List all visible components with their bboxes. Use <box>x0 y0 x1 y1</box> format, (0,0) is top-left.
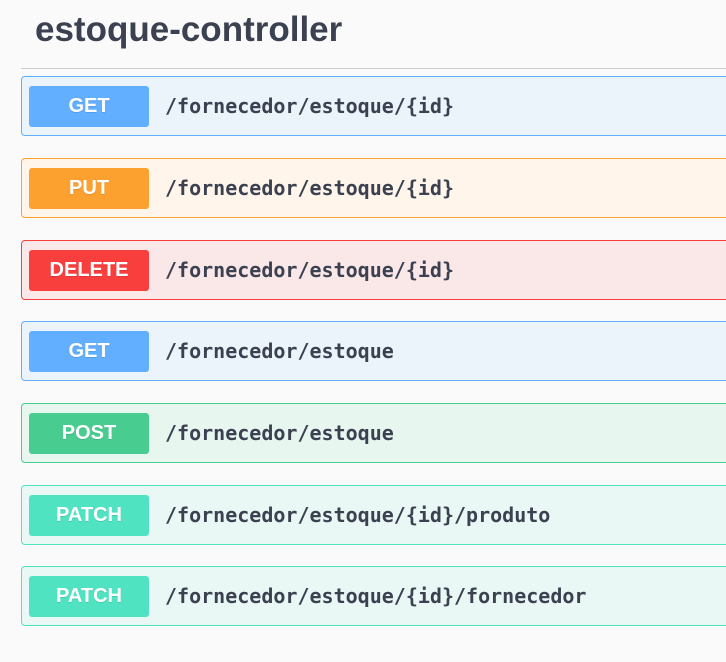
operation-path: /fornecedor/estoque/{id} <box>165 176 454 200</box>
method-badge: PATCH <box>29 495 149 536</box>
operation-path: /fornecedor/estoque <box>165 339 394 363</box>
operation-get-estoque-by-id[interactable]: GET /fornecedor/estoque/{id} <box>21 76 726 136</box>
method-badge: POST <box>29 413 149 454</box>
operation-path: /fornecedor/estoque/{id} <box>165 94 454 118</box>
operation-put-estoque-by-id[interactable]: PUT /fornecedor/estoque/{id} <box>21 158 726 218</box>
operation-path: /fornecedor/estoque <box>165 421 394 445</box>
operation-path: /fornecedor/estoque/{id}/produto <box>165 503 551 527</box>
operation-post-estoque[interactable]: POST /fornecedor/estoque <box>21 403 726 463</box>
section-header[interactable]: estoque-controller <box>21 0 726 69</box>
operation-patch-estoque-fornecedor[interactable]: PATCH /fornecedor/estoque/{id}/fornecedo… <box>21 566 726 626</box>
method-badge: GET <box>29 86 149 127</box>
operation-get-estoque-list[interactable]: GET /fornecedor/estoque <box>21 321 726 381</box>
method-badge: PATCH <box>29 576 149 617</box>
method-badge: GET <box>29 331 149 372</box>
operation-path: /fornecedor/estoque/{id} <box>165 258 454 282</box>
operation-delete-estoque-by-id[interactable]: DELETE /fornecedor/estoque/{id} <box>21 240 726 300</box>
operation-patch-estoque-produto[interactable]: PATCH /fornecedor/estoque/{id}/produto <box>21 485 726 545</box>
operation-path: /fornecedor/estoque/{id}/fornecedor <box>165 584 587 608</box>
method-badge: DELETE <box>29 250 149 291</box>
section-title: estoque-controller <box>35 10 343 49</box>
method-badge: PUT <box>29 168 149 209</box>
